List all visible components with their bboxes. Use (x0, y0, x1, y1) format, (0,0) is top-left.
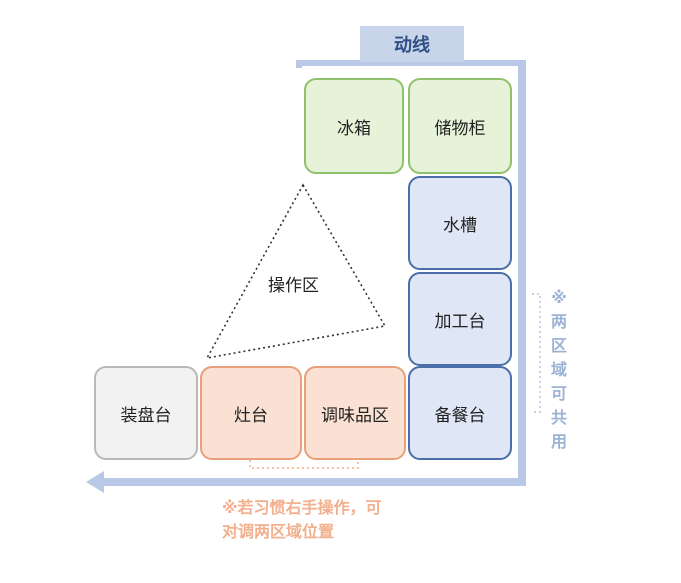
triangle-label: 操作区 (268, 276, 319, 296)
flow-title: 动线 (360, 26, 464, 62)
zone-stove: 灶台 (200, 366, 302, 460)
zone-fridge: 冰箱 (304, 78, 404, 174)
note-right-hand: ※若习惯右手操作，可对调两区域位置 (222, 498, 382, 541)
zone-sink: 水槽 (408, 176, 512, 270)
note-shared: ※两区域可共用 (550, 288, 567, 451)
zone-seasoning: 调味品区 (304, 366, 406, 460)
zone-plating: 装盘台 (94, 366, 198, 460)
work-triangle (205, 183, 387, 360)
zone-storage: 储物柜 (408, 78, 512, 174)
zone-serving: 备餐台 (408, 366, 512, 460)
zone-prep: 加工台 (408, 272, 512, 366)
